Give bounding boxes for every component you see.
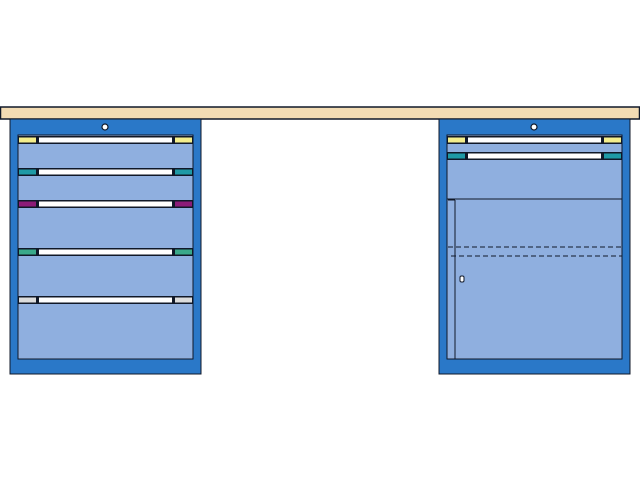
drawer-label-left xyxy=(448,153,465,159)
drawer-handle[interactable] xyxy=(39,169,172,175)
drawer-label-left xyxy=(19,169,36,175)
drawer[interactable] xyxy=(18,248,193,256)
drawer[interactable] xyxy=(18,296,193,304)
drawer-label-right xyxy=(604,137,621,143)
drawer-label-right xyxy=(604,153,621,159)
drawer[interactable] xyxy=(18,136,193,144)
drawer-label-left xyxy=(19,201,36,207)
drawer[interactable] xyxy=(18,200,193,208)
left-drawer-cabinet xyxy=(9,118,202,375)
drawer-handle[interactable] xyxy=(39,297,172,303)
drawer[interactable] xyxy=(18,168,193,176)
drawer-label-right xyxy=(175,169,192,175)
drawer-label-left xyxy=(19,249,36,255)
drawer-handle[interactable] xyxy=(468,137,601,143)
cabinet-door[interactable] xyxy=(447,198,622,359)
drawer-label-left xyxy=(19,137,36,143)
drawer-handle[interactable] xyxy=(468,153,601,159)
drawer[interactable] xyxy=(447,136,622,144)
drawer-label-right xyxy=(175,297,192,303)
drawer-label-left xyxy=(448,137,465,143)
drawer-handle[interactable] xyxy=(39,201,172,207)
drawer-label-left xyxy=(19,297,36,303)
drawer-label-right xyxy=(175,249,192,255)
lock-icon xyxy=(101,123,109,131)
right-door-cabinet xyxy=(438,118,631,375)
worktop xyxy=(0,106,640,120)
drawer-label-right xyxy=(175,137,192,143)
drawer-handle[interactable] xyxy=(39,137,172,143)
door-lock-icon xyxy=(459,275,465,283)
drawer-label-right xyxy=(175,201,192,207)
drawer-handle[interactable] xyxy=(39,249,172,255)
drawer[interactable] xyxy=(447,152,622,160)
lock-icon xyxy=(530,123,538,131)
